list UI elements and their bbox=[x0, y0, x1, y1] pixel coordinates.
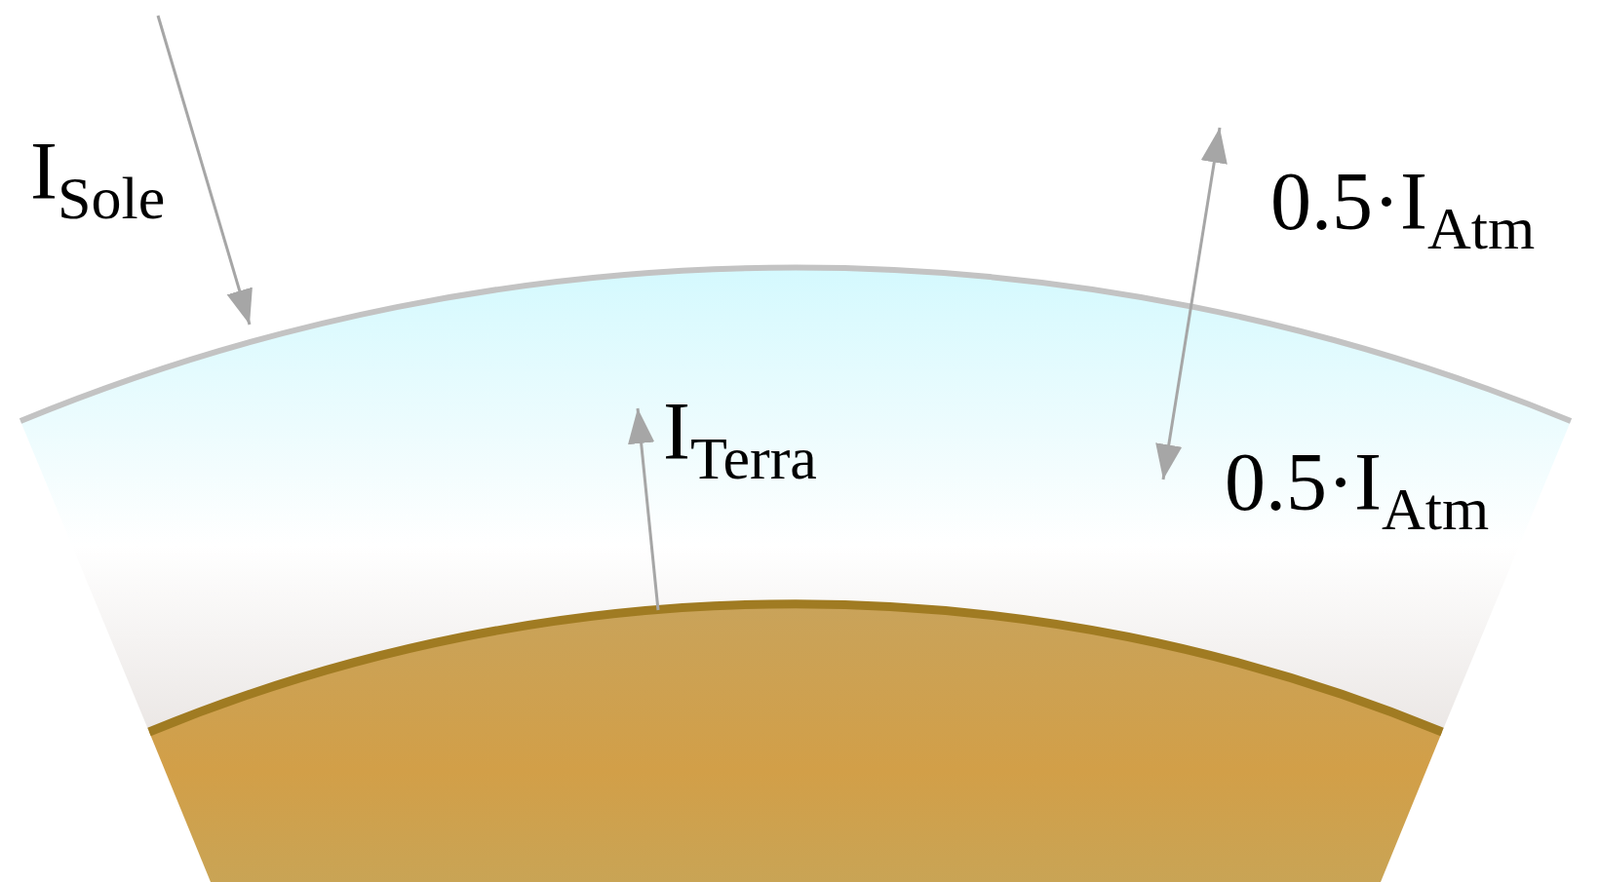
atmosphere-down-label: 0.5·IAtm bbox=[1224, 441, 1489, 524]
solar-arrow bbox=[157, 15, 250, 325]
symbol: I bbox=[30, 125, 58, 217]
earth-arrow bbox=[637, 408, 659, 611]
atmosphere-edge bbox=[20, 268, 1571, 422]
solar-label: ISole bbox=[30, 130, 165, 213]
subscript: Terra bbox=[690, 425, 818, 492]
atmosphere-arrow bbox=[1163, 127, 1220, 480]
subscript: Atm bbox=[1381, 475, 1489, 543]
symbol: I bbox=[663, 386, 691, 477]
symbol: 0.5·I bbox=[1224, 436, 1382, 528]
subscript: Sole bbox=[57, 164, 165, 232]
earth-ground bbox=[149, 604, 1443, 882]
atmosphere-up-label: 0.5·IAtm bbox=[1270, 160, 1535, 243]
subscript: Atm bbox=[1427, 195, 1535, 262]
symbol: 0.5·I bbox=[1270, 156, 1428, 247]
earth-label: ITerra bbox=[663, 390, 818, 473]
earth-surface bbox=[149, 604, 1443, 733]
